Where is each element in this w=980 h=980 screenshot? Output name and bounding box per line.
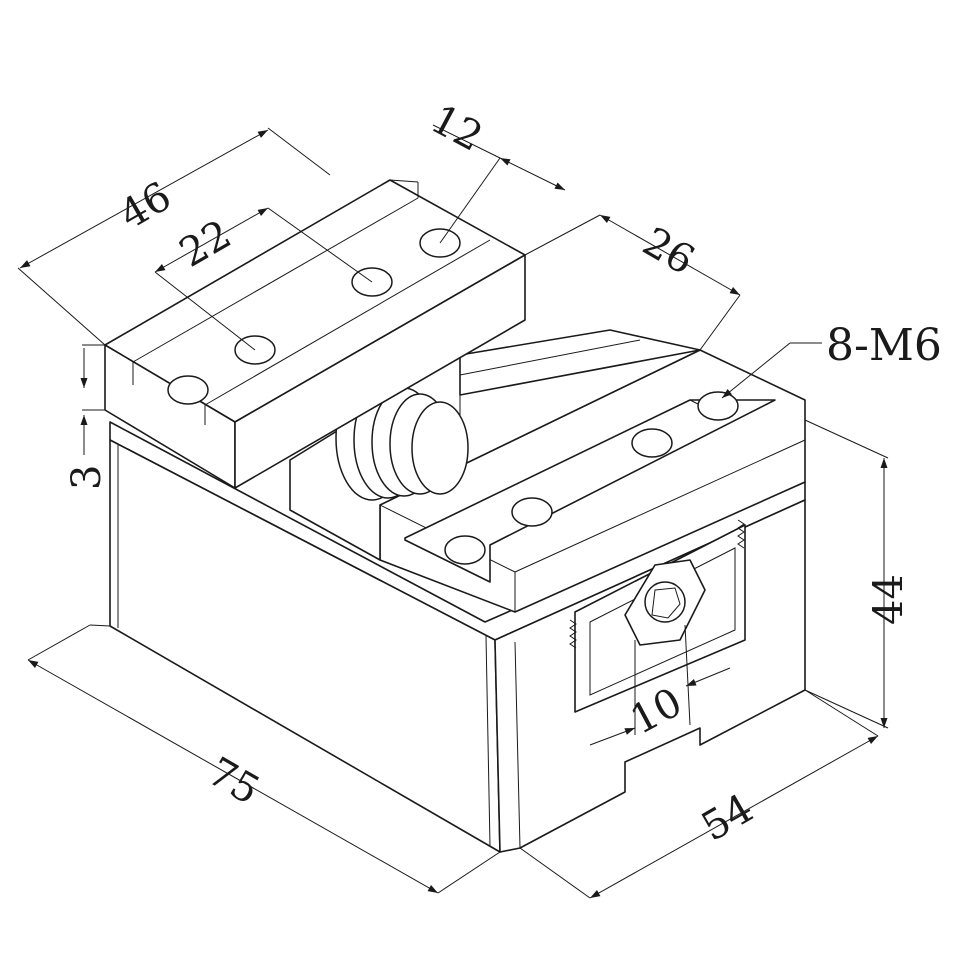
dim-75-label: 75 (200, 749, 267, 814)
movable-jaw (379, 349, 806, 713)
dim-46-label: 46 (112, 173, 179, 238)
dim-44-label: 44 (866, 574, 912, 625)
dim-26-label: 26 (635, 219, 702, 284)
dimension-lines (17, 124, 889, 899)
mounting-holes (167, 228, 739, 565)
hole-icon (511, 497, 553, 527)
hole-icon (631, 428, 673, 458)
dim-12-label: 12 (423, 96, 490, 161)
hole-icon (697, 391, 739, 421)
dim-22-label: 22 (172, 211, 239, 276)
hole-icon (167, 375, 209, 405)
dim-54-label: 54 (694, 785, 761, 850)
hole-callout-label: 8-M6 (826, 320, 942, 371)
dim-3-label: 3 (64, 465, 110, 490)
hole-icon (444, 535, 486, 565)
